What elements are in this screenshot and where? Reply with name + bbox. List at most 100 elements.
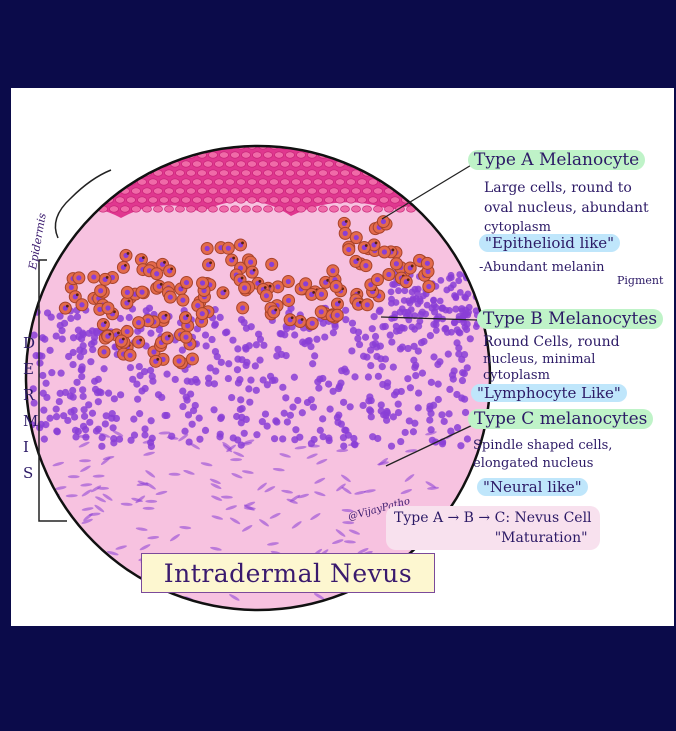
spindle-cell bbox=[47, 534, 59, 543]
round-cell bbox=[369, 341, 376, 348]
melanin-granule bbox=[392, 249, 395, 252]
round-cell bbox=[340, 399, 347, 406]
keratinocyte bbox=[363, 152, 372, 158]
keratinocyte bbox=[462, 188, 471, 194]
epithelioid-nucleus bbox=[168, 295, 173, 300]
round-cell bbox=[67, 315, 74, 322]
round-cell bbox=[186, 438, 193, 445]
round-cell bbox=[142, 385, 149, 392]
round-cell bbox=[397, 438, 404, 445]
round-cell bbox=[390, 413, 397, 420]
round-cell bbox=[136, 410, 143, 417]
epithelioid-nucleus bbox=[394, 261, 399, 266]
keratinocyte bbox=[105, 161, 114, 167]
round-cell bbox=[388, 338, 395, 345]
round-cell bbox=[410, 357, 417, 364]
keratinocyte bbox=[127, 161, 136, 167]
melanin-granule bbox=[232, 257, 235, 260]
keratinocyte bbox=[418, 170, 427, 176]
round-cell bbox=[362, 334, 369, 341]
round-cell bbox=[398, 388, 405, 395]
dermis-letter: I bbox=[23, 438, 29, 456]
round-cell bbox=[147, 367, 154, 374]
keratinocyte bbox=[22, 188, 31, 194]
round-cell bbox=[419, 370, 426, 377]
keratinocyte bbox=[83, 161, 92, 167]
keratinocyte bbox=[61, 179, 70, 185]
round-cell bbox=[141, 368, 148, 375]
round-cell bbox=[260, 376, 267, 383]
round-cell bbox=[67, 392, 74, 399]
keratinocyte bbox=[171, 143, 180, 149]
melanin-granule bbox=[365, 244, 368, 247]
diagram-title-box: Intradermal Nevus bbox=[141, 553, 435, 593]
keratinocyte bbox=[391, 161, 400, 167]
keratinocyte bbox=[176, 188, 185, 194]
round-cell bbox=[351, 441, 358, 448]
round-cell bbox=[426, 403, 433, 410]
keratinocyte bbox=[264, 188, 273, 194]
keratinocyte bbox=[237, 179, 246, 185]
round-cell bbox=[448, 272, 455, 279]
round-cell bbox=[369, 325, 376, 332]
keratinocyte bbox=[319, 188, 328, 194]
round-cell bbox=[464, 435, 471, 442]
keratinocyte bbox=[380, 197, 389, 203]
keratinocyte bbox=[248, 179, 257, 185]
round-cell bbox=[247, 377, 254, 384]
dermis-letter: S bbox=[23, 464, 33, 482]
keratinocyte bbox=[33, 170, 42, 176]
epithelioid-nucleus bbox=[286, 298, 291, 303]
type-c-heading: Type C melanocytes bbox=[468, 409, 653, 429]
round-cell bbox=[234, 345, 241, 352]
keratinocyte bbox=[72, 161, 81, 167]
keratinocyte bbox=[77, 152, 86, 158]
keratinocyte bbox=[242, 206, 251, 212]
melanin-granule bbox=[241, 242, 244, 245]
round-cell bbox=[306, 337, 313, 344]
keratinocyte bbox=[440, 188, 449, 194]
round-cell bbox=[57, 390, 64, 397]
keratinocyte bbox=[209, 188, 218, 194]
spindle-cell bbox=[56, 521, 68, 528]
epithelioid-nucleus bbox=[319, 309, 324, 314]
keratinocyte bbox=[457, 179, 466, 185]
type-a-line3: cytoplasm bbox=[484, 220, 551, 235]
keratinocyte bbox=[61, 161, 70, 167]
round-cell bbox=[53, 413, 60, 420]
round-cell bbox=[457, 442, 464, 449]
round-cell bbox=[314, 378, 321, 385]
keratinocyte bbox=[319, 170, 328, 176]
melanin-granule bbox=[122, 338, 125, 341]
type-b-line1: Round Cells, round bbox=[483, 334, 620, 350]
round-cell bbox=[110, 424, 117, 431]
keratinocyte bbox=[116, 161, 125, 167]
keratinocyte bbox=[374, 152, 383, 158]
epithelioid-nucleus bbox=[184, 280, 189, 285]
keratinocyte bbox=[132, 206, 141, 212]
round-cell bbox=[189, 421, 196, 428]
keratinocyte bbox=[105, 143, 114, 149]
keratinocyte bbox=[99, 152, 108, 158]
round-cell bbox=[413, 295, 420, 302]
melanin-granule bbox=[356, 258, 359, 261]
round-cell bbox=[87, 358, 94, 365]
round-cell bbox=[259, 418, 266, 425]
melanin-granule bbox=[66, 305, 69, 308]
melanin-granule bbox=[312, 291, 315, 294]
keratinocyte bbox=[358, 143, 367, 149]
epithelioid-nucleus bbox=[195, 303, 200, 308]
epithelioid-nucleus bbox=[335, 313, 340, 318]
keratinocyte bbox=[160, 179, 169, 185]
keratinocyte bbox=[369, 143, 378, 149]
round-cell bbox=[78, 366, 85, 373]
keratinocyte bbox=[17, 161, 26, 167]
round-cell bbox=[202, 427, 209, 434]
round-cell bbox=[207, 364, 214, 371]
round-cell bbox=[441, 418, 448, 425]
melanin-granule bbox=[209, 261, 212, 264]
round-cell bbox=[360, 402, 367, 409]
epithelioid-nucleus bbox=[91, 274, 96, 279]
keratinocyte bbox=[39, 197, 48, 203]
keratinocyte bbox=[468, 179, 477, 185]
